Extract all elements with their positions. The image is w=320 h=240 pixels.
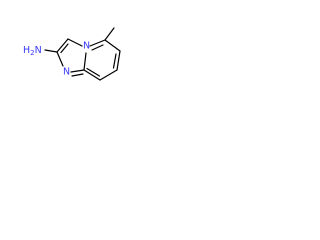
bond-c8a-n4 xyxy=(83,52,87,71)
bond-c5-c6 xyxy=(104,39,121,52)
bond-c3-c2-double xyxy=(60,43,69,54)
amine-subscript: 2 xyxy=(30,49,34,57)
bond-c6-c7-double xyxy=(112,53,117,69)
bond-c3-c2 xyxy=(56,38,69,53)
imidazole-nitrogen-label: N xyxy=(63,67,70,78)
bond-c2-n1 xyxy=(56,51,64,67)
bond-n1-c8a xyxy=(70,69,85,73)
bond-c8-c8a xyxy=(83,69,101,81)
amine-n: N xyxy=(35,45,42,56)
bond-c8-c8a-double xyxy=(86,67,101,77)
bond-n4-c3 xyxy=(67,38,83,47)
bond-methyl xyxy=(104,27,115,41)
bond-c7-c8 xyxy=(99,69,118,81)
bond-c6-c7 xyxy=(116,50,121,71)
bond-n4-c5-double xyxy=(91,44,104,51)
amine-h: H xyxy=(23,45,30,56)
molecule-structure-diagram: H2N N N xyxy=(23,27,121,81)
atom-labels: H2N N N xyxy=(23,41,90,78)
amine-label: H2N xyxy=(23,45,42,58)
bridgehead-nitrogen-label: N xyxy=(83,41,90,52)
bond-n4-c5 xyxy=(89,39,106,47)
bonds xyxy=(44,27,121,81)
bond-n1-c8a-double xyxy=(71,73,84,77)
bond-c2-nh2 xyxy=(44,49,58,53)
